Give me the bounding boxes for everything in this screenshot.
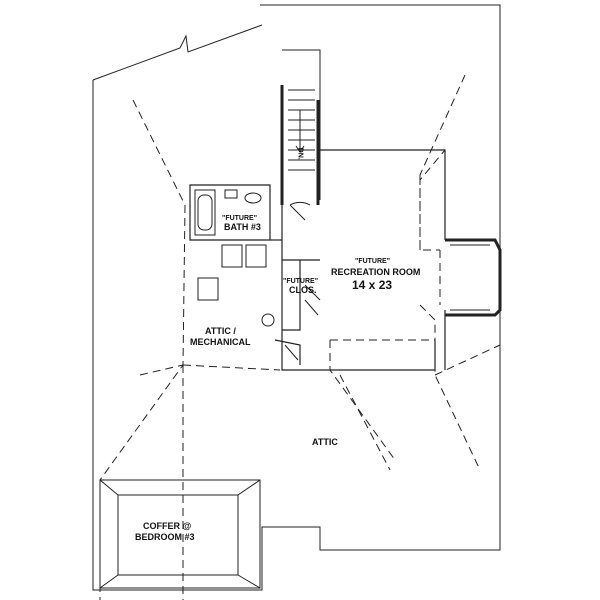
coffer-line2: BEDROOM #3 [135,532,195,542]
recreation-room-size: 14 x 23 [352,278,393,292]
coffer-outline [99,479,261,589]
break-line [92,24,263,81]
closet-label: CLOS. [289,285,317,295]
roof-outline [92,4,501,591]
attic-mechanical-line1: ATTIC / [205,326,236,336]
recreation-room-label: RECREATION ROOM [331,267,421,277]
bath-fixtures [194,189,262,236]
recreation-future-tag: "FUTURE" [355,258,391,265]
bath-label: BATH #3 [224,222,261,232]
attic-label: ATTIC [312,437,338,447]
staircase [280,49,321,205]
bath-future-tag: "FUTURE" [222,215,258,222]
coffer-line1: COFFER @ [143,521,192,531]
interior-walls [189,149,446,371]
attic-mechanical-line2: MECHANICAL [190,337,251,347]
bay-window [445,238,502,317]
door-swings [284,201,321,361]
closet-future-tag: "FUTURE" [283,278,319,285]
stair-down-label: DN. [296,147,304,160]
mechanical-equipment [197,244,275,327]
